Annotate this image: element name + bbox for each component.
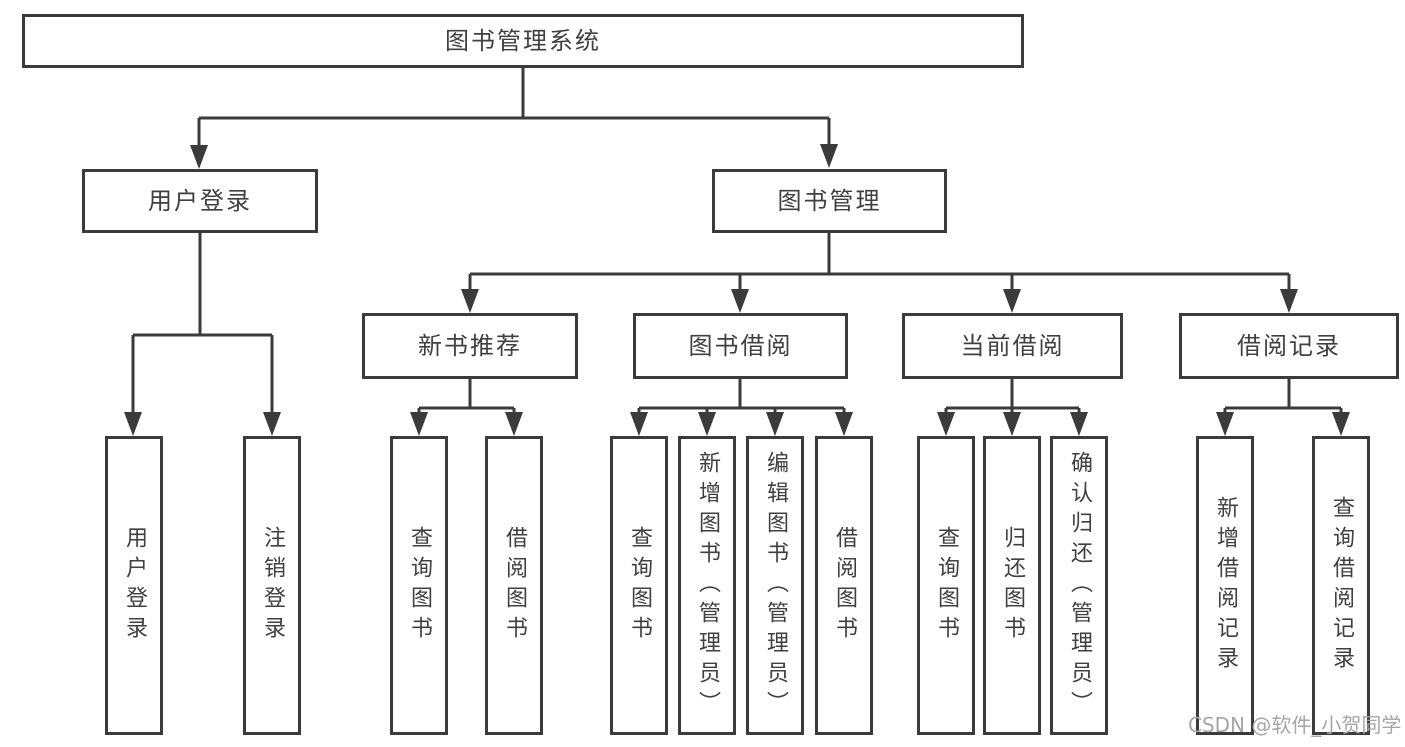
leaf-user-login: 用户登录: [105, 436, 163, 735]
node-library-management-system: 图书管理系统: [22, 14, 1024, 68]
arrow-down-icon: [190, 145, 208, 169]
connector-newbookrec-to-leaves: [417, 379, 516, 415]
arrow-down-icon: [835, 412, 853, 436]
arrow-down-icon: [263, 412, 281, 436]
arrow-down-icon: [1003, 289, 1021, 313]
arrow-down-icon: [1070, 412, 1088, 436]
leaf-query-book-borrow: 查询图书: [610, 436, 668, 735]
leaf-return-book: 归还图书: [983, 436, 1041, 735]
connector-userlogin-to-leaves: [131, 233, 274, 415]
arrow-down-icon: [766, 412, 784, 436]
node-book-borrow: 图书借阅: [633, 313, 848, 379]
connector-bookborrow-to-leaves: [637, 379, 846, 415]
leaf-add-book-admin: 新增图书（管理员）: [678, 436, 736, 735]
leaf-borrow-book: 借阅图书: [815, 436, 873, 735]
connector-borrowrecord-to-leaves: [1223, 379, 1343, 415]
leaf-logout: 注销登录: [243, 436, 301, 735]
arrowhead-icons: [124, 144, 1350, 436]
node-current-borrow: 当前借阅: [902, 313, 1123, 379]
leaf-edit-book-admin: 编辑图书（管理员）: [746, 436, 804, 735]
leaf-query-borrow-record: 查询借阅记录: [1312, 436, 1370, 735]
arrow-down-icon: [1003, 412, 1021, 436]
leaf-confirm-return-admin: 确认归还（管理员）: [1050, 436, 1108, 735]
arrow-down-icon: [630, 412, 648, 436]
node-book-management: 图书管理: [712, 169, 947, 233]
arrow-down-icon: [820, 144, 838, 168]
arrow-down-icon: [410, 412, 428, 436]
leaf-query-book-current: 查询图书: [917, 436, 975, 735]
arrow-down-icon: [124, 412, 142, 436]
arrow-down-icon: [698, 412, 716, 436]
node-user-login: 用户登录: [82, 169, 318, 233]
arrow-down-icon: [1280, 289, 1298, 313]
connector-paths: [131, 68, 1343, 415]
leaf-borrow-book-recommend: 借阅图书: [485, 436, 543, 735]
arrow-down-icon: [731, 289, 749, 313]
leaf-query-book-recommend: 查询图书: [390, 436, 448, 735]
arrow-down-icon: [1332, 412, 1350, 436]
leaf-add-borrow-record: 新增借阅记录: [1196, 436, 1254, 735]
node-borrow-record: 借阅记录: [1179, 313, 1399, 379]
connector-currentborrow-to-leaves: [944, 379, 1081, 415]
connector-root-to-level2: [197, 68, 831, 148]
arrow-down-icon: [461, 289, 479, 313]
arrow-down-icon: [505, 412, 523, 436]
connector-bookmgmt-to-modules: [468, 233, 1291, 292]
node-new-book-recommend: 新书推荐: [362, 313, 578, 379]
arrow-down-icon: [937, 412, 955, 436]
csdn-watermark: CSDN @软件_小贺同学: [1188, 713, 1402, 737]
arrow-down-icon: [1216, 412, 1234, 436]
